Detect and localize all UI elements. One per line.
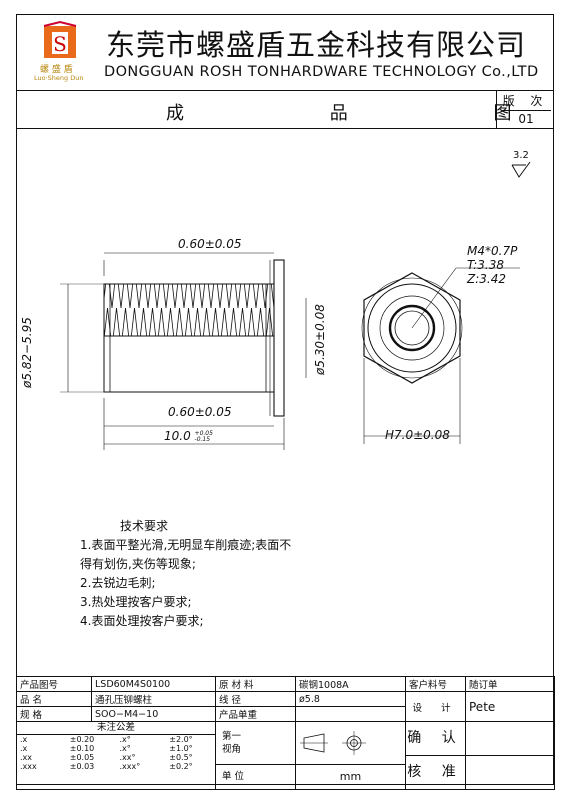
confirm-label: 确 认	[406, 723, 465, 756]
tech-item: 4.表面处理按客户要求;	[80, 614, 204, 628]
part-drawing	[60, 252, 520, 450]
confirm	[466, 723, 554, 756]
tol-key: .xx°	[119, 753, 136, 762]
product-no: LSD60M4S0100	[91, 676, 216, 692]
revision-value: 01	[501, 110, 551, 127]
projection-symbol	[296, 723, 405, 765]
customer-no: 随订单	[465, 676, 555, 692]
logo-letter: S	[53, 32, 67, 56]
wire: ø5.8	[295, 691, 406, 707]
tol-key: .x°	[119, 744, 131, 753]
tolerance-cell: 未注公差 .x ±0.20 .x° ±2.0° .x ±0.10 .x° ±1.0° .xx…	[16, 721, 216, 790]
tol-key: .xxx°	[119, 762, 141, 771]
company-name-cn: 东莞市螺盛盾五金科技有限公司	[106, 28, 527, 62]
tol-val: ±0.2°	[169, 762, 193, 771]
tol-val: ±1.0°	[169, 744, 193, 753]
unit-label: 单 位	[222, 771, 245, 782]
tol-val: ±0.03	[69, 762, 95, 771]
approve	[467, 756, 554, 789]
roughness-symbol: 3.2	[511, 150, 531, 178]
thread-spec: M4*0.7P	[467, 244, 518, 258]
weight-label: 产品单重	[215, 706, 296, 722]
view-unit-label-cell: 第一 视角 单 位	[215, 721, 296, 790]
logo-brand-en: Luo·Sheng Dun	[34, 74, 84, 82]
tol-title: 未注公差	[17, 723, 215, 735]
product-no-label: 产品图号	[16, 676, 92, 692]
material-label: 原 材 料	[215, 676, 296, 692]
spec: SOO−M4−10	[91, 706, 216, 722]
tech-item: 2.去锐边毛刺;	[80, 576, 156, 590]
tech-requirements: 技术要求 1.表面平整光滑,无明显车削痕迹;表面不 得有划伤,夹伤等现象; 2.…	[80, 517, 291, 631]
tech-item: 得有划伤,夹伤等现象;	[80, 557, 196, 571]
approve-label: 核 准	[407, 764, 464, 780]
customer-no-label: 客户料号	[405, 676, 466, 692]
tol-val: ±0.5°	[169, 753, 193, 762]
tol-key: .x°	[119, 735, 131, 744]
tech-title: 技术要求	[120, 519, 169, 533]
dim-flange-bottom: 0.60±0.05	[168, 405, 232, 419]
design-label: 设 计	[405, 691, 466, 722]
header-divider	[16, 90, 554, 91]
hex-view	[361, 267, 520, 444]
material: 碳钢1008A	[295, 676, 406, 692]
title-block: 产品图号 LSD60M4S0100 原 材 料 碳钢1008A 客户料号 随订单…	[16, 676, 555, 790]
unit: mm	[339, 770, 362, 783]
dim-length-tol-upper: +0.05	[194, 429, 213, 437]
view-label: 第一 视角	[216, 723, 295, 765]
side-view	[60, 252, 307, 450]
tech-item: 1.表面平整光滑,无明显车削痕迹;表面不	[80, 538, 292, 552]
approval-label-cell: 确 认 核 准	[405, 721, 466, 790]
company-name-en: DONGGUAN ROSH TONHARDWARE TECHNOLOGY Co.…	[104, 64, 539, 80]
tech-item: 3.热处理按客户要求;	[80, 595, 192, 609]
revision-box: 版 次 01	[496, 91, 554, 129]
tol-val: ±2.0°	[169, 735, 193, 744]
thread-z: Z:3.42	[467, 272, 506, 286]
dim-body-od: ø5.30±0.08	[313, 304, 327, 375]
tol-key: .xx	[20, 753, 33, 762]
title-divider	[16, 128, 554, 129]
name-label: 品 名	[16, 691, 92, 707]
tol-key: .x	[20, 744, 28, 753]
dim-flange-top: 0.60±0.05	[178, 237, 242, 251]
company-logo: S 螺 盛 盾 Luo·Sheng Dun	[30, 20, 94, 84]
tol-val: ±0.20	[69, 735, 95, 744]
spec-label: 规 格	[16, 706, 92, 722]
dim-length-tol-lower: -0.15	[194, 435, 211, 443]
dim-length: 10.0 +0.05 -0.15	[164, 429, 213, 443]
dim-length-value: 10.0	[164, 429, 191, 443]
title-row: 成 品 图 版 次 01	[16, 91, 554, 129]
tol-val: ±0.10	[69, 744, 95, 753]
weight	[295, 706, 406, 722]
designer: Pete	[465, 691, 555, 722]
roughness-value: 3.2	[513, 150, 529, 161]
tol-val: ±0.05	[69, 753, 95, 762]
thread-callout: M4*0.7P T:3.38 Z:3.42	[467, 244, 517, 286]
document-title: 成 品 图	[166, 103, 578, 124]
logo-brand-cn: 螺 盛 盾	[40, 65, 73, 75]
view-unit-cell: mm	[295, 721, 406, 790]
wire-label: 线 径	[215, 691, 296, 707]
part-name: 通孔压铆螺柱	[91, 691, 216, 707]
tol-key: .x	[20, 735, 28, 744]
dim-hex: H7.0±0.08	[385, 428, 450, 442]
tol-key: .xxx	[20, 762, 37, 771]
revision-label: 版 次	[502, 94, 549, 108]
thread-t: T:3.38	[467, 258, 504, 272]
dim-thread-od: ø5.82−5.95	[20, 317, 34, 388]
approval-cell	[465, 721, 555, 790]
